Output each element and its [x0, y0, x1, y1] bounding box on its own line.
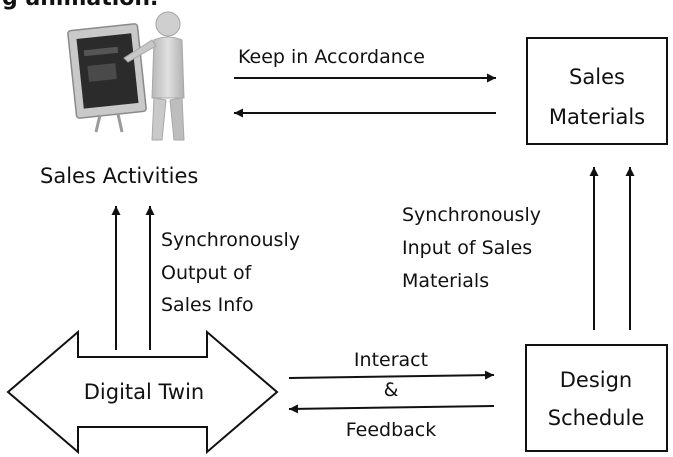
- interact-feedback-label-line-3: Feedback: [346, 419, 436, 441]
- sales-materials-label-line-2: Materials: [549, 105, 645, 129]
- sync-input-label-line-2: Input of Sales: [402, 237, 532, 259]
- sync-output-label-line-2: Output of: [161, 262, 253, 284]
- design-schedule-box: [525, 344, 668, 452]
- interact-arrow: [288, 370, 495, 380]
- sync-input-label-line-1: Synchronously: [402, 204, 541, 226]
- sync-output-label-line-3: Sales Info: [161, 294, 254, 316]
- keep-in-accordance-label: Keep in Accordance: [238, 46, 425, 68]
- feedback-arrow: [288, 404, 495, 414]
- sales-materials-label-line-1: Sales: [569, 65, 625, 89]
- digital-twin-label: Digital Twin: [84, 380, 204, 404]
- sync-output-label-line-1: Synchronously: [161, 229, 300, 251]
- design-schedule-label-line-1: Design: [560, 368, 633, 392]
- sales-activities-label: Sales Activities: [40, 164, 198, 188]
- interact-feedback-label-line-2: &: [384, 379, 399, 401]
- interact-feedback-label-line-1: Interact: [354, 349, 428, 371]
- sales-materials-box: [526, 37, 668, 145]
- presenter-at-board-icon: [67, 11, 185, 141]
- partial-top-text: g animation.: [2, 0, 158, 11]
- digital-twin-double-arrow: [6, 329, 279, 455]
- design-schedule-label-line-2: Schedule: [548, 406, 645, 430]
- sync-input-label-line-3: Materials: [402, 270, 489, 292]
